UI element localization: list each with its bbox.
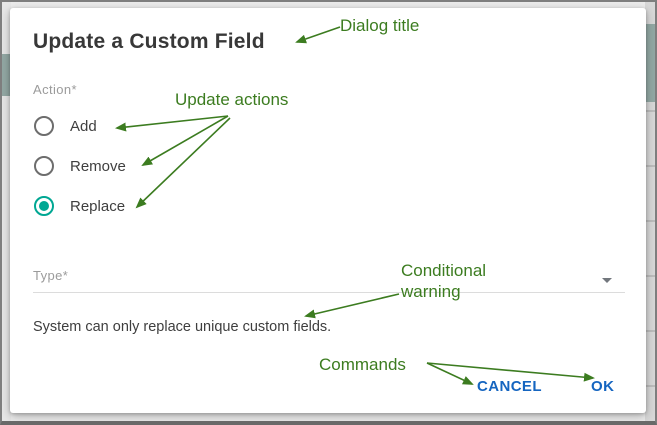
backdrop-teal-band (645, 24, 655, 102)
cancel-button[interactable]: CANCEL (477, 378, 542, 395)
ok-button[interactable]: OK (591, 378, 615, 395)
radio-button-icon[interactable] (34, 116, 54, 136)
radio-button-icon[interactable] (34, 156, 54, 176)
radio-option-remove[interactable]: Remove (34, 153, 126, 179)
action-field-label: Action* (33, 82, 77, 97)
type-select[interactable]: Type* (33, 260, 625, 293)
update-custom-field-dialog: Update a Custom Field Action* Add Remove… (10, 8, 646, 413)
radio-option-label: Add (70, 117, 97, 135)
backdrop-right-strip (645, 2, 655, 421)
radio-option-label: Remove (70, 157, 126, 175)
radio-option-label: Replace (70, 197, 126, 215)
radio-focus-halo (25, 187, 67, 229)
radio-option-add[interactable]: Add (34, 113, 97, 139)
type-field-label: Type* (33, 268, 69, 283)
conditional-warning-text: System can only replace unique custom fi… (33, 319, 332, 335)
radio-button-selected-icon[interactable] (25, 187, 67, 229)
radio-option-replace[interactable]: Replace (25, 187, 126, 229)
dialog-title: Update a Custom Field (33, 30, 265, 53)
chevron-down-icon[interactable] (602, 278, 612, 283)
